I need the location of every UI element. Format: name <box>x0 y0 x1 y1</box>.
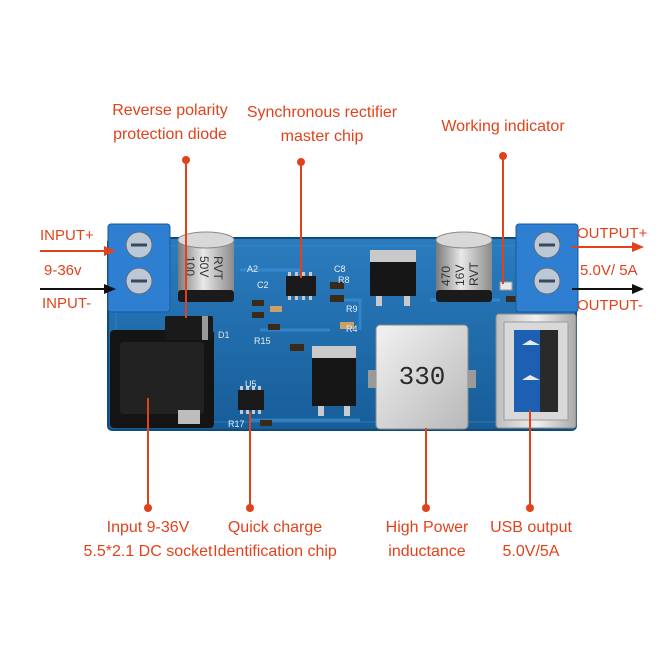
label-working-indicator: Working indicator <box>428 115 578 139</box>
input-terminal-block <box>107 223 171 313</box>
label-input-range: 9-36v <box>44 262 82 279</box>
label-quick-charge: Quick charge Identification chip <box>200 516 350 564</box>
label-output-plus: OUTPUT+ <box>577 225 648 242</box>
callout-working-indicator <box>499 152 507 284</box>
label-sync-rectifier-line2: master chip <box>280 128 364 145</box>
label-usb-output-line1: USB output <box>490 519 572 536</box>
label-inductance-line2: inductance <box>388 543 466 560</box>
cap-right-series: RVT <box>467 262 481 286</box>
label-usb-output: USB output 5.0V/5A <box>478 516 584 564</box>
label-output-value: 5.0V/ 5A <box>580 262 638 279</box>
label-usb-output-line2: 5.0V/5A <box>502 543 560 560</box>
cap-right-value: 470 <box>439 266 453 286</box>
label-inductance: High Power inductance <box>372 516 482 564</box>
label-sync-rectifier-line1: Synchronous rectifier <box>246 104 398 121</box>
mosfet-bottom <box>312 346 356 416</box>
silk-d1: D1 <box>218 330 230 340</box>
mosfet-top <box>370 250 416 306</box>
quick-charge-chip <box>238 390 264 410</box>
label-working-indicator-line1: Working indicator <box>441 118 565 135</box>
chip-pins <box>288 272 312 300</box>
label-input-minus: INPUT- <box>42 295 92 312</box>
callout-reverse-diode <box>182 156 190 318</box>
silk-r8: R8 <box>338 275 350 285</box>
smd-components <box>252 282 516 426</box>
label-quick-charge-line1: Quick charge <box>227 519 323 536</box>
sync-rectifier-chip <box>286 276 316 296</box>
silk-r4: R4 <box>346 324 358 334</box>
label-reverse-diode-line1: Reverse polarity <box>112 102 228 119</box>
callout-inductance <box>422 428 430 512</box>
usb-port <box>495 313 577 429</box>
silk-r9: R9 <box>346 304 358 314</box>
callout-sync-rectifier <box>297 158 305 278</box>
label-output-minus: OUTPUT- <box>577 297 643 314</box>
label-input-socket-line2: 5.5*2.1 DC socket <box>83 543 213 560</box>
silk-r17: R17 <box>228 419 245 429</box>
callout-quick-charge <box>246 412 254 512</box>
label-sync-rectifier: Synchronous rectifier master chip <box>232 101 412 149</box>
output-plus-arrow <box>572 242 644 252</box>
cap-right-voltage: 16V <box>453 265 467 286</box>
cap-left-voltage: 50V <box>197 256 211 277</box>
input-minus-arrow <box>40 284 116 294</box>
label-reverse-diode: Reverse polarity protection diode <box>100 99 240 147</box>
silk-c8: C8 <box>334 264 346 274</box>
working-indicator-led <box>499 281 513 291</box>
dc-socket <box>110 330 214 428</box>
reverse-diode <box>165 316 213 340</box>
input-plus-arrow <box>40 246 116 256</box>
silk-a2: A2 <box>247 264 258 274</box>
silk-u5: U5 <box>245 379 257 389</box>
label-inductance-line1: High Power <box>385 519 469 536</box>
label-input-socket: Input 9-36V 5.5*2.1 DC socket <box>70 516 226 564</box>
capacitor-left: 100 50V RVT <box>177 231 235 302</box>
power-inductor: 330 <box>368 324 476 430</box>
label-quick-charge-line2: Identification chip <box>213 543 337 560</box>
label-input-socket-line1: Input 9-36V <box>106 519 190 536</box>
output-terminal-block <box>515 223 579 313</box>
label-reverse-diode-line2: protection diode <box>113 126 227 143</box>
silk-r15: R15 <box>254 336 271 346</box>
output-minus-arrow <box>572 284 644 294</box>
silk-c2: C2 <box>257 280 269 290</box>
cap-left-series: RVT <box>211 256 225 280</box>
inductor-code: 330 <box>399 362 446 392</box>
label-input-plus: INPUT+ <box>40 227 94 244</box>
capacitor-right: 470 16V RVT <box>435 231 493 302</box>
callout-dc-socket <box>144 398 152 512</box>
callout-usb <box>526 410 534 512</box>
